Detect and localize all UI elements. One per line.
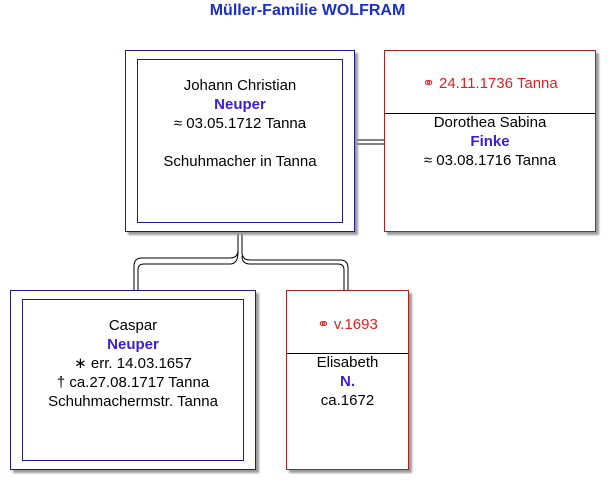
father-baptism: ≈ 03.05.1712 Tanna xyxy=(173,115,307,132)
child-spouse-given-name: Elisabeth xyxy=(316,354,379,371)
father-box[interactable]: Johann Christian Neuper ≈ 03.05.1712 Tan… xyxy=(125,50,355,232)
child-spouse-birth: ca.1672 xyxy=(320,392,375,409)
child-spouse-surname: N. xyxy=(340,373,355,390)
descent-branch-inner-right xyxy=(241,255,345,290)
chart-title: Müller-Familie WOLFRAM xyxy=(209,2,406,19)
child-spouse-separator xyxy=(287,353,408,354)
child-given-name: Caspar xyxy=(108,317,158,334)
descent-branch-inner xyxy=(137,232,239,290)
wife-box[interactable]: ⚭ 24.11.1736 Tanna Dorothea Sabina Finke… xyxy=(384,50,596,232)
child-surname: Neuper xyxy=(107,336,159,353)
wife-separator xyxy=(385,113,595,114)
wife-baptism: ≈ 03.08.1716 Tanna xyxy=(423,152,557,169)
child-box[interactable]: Caspar Neuper ∗ err. 14.03.1657 † ca.27.… xyxy=(10,290,256,470)
child-spouse-box[interactable]: ⚭ v.1693 Elisabeth N. ca.1672 xyxy=(286,290,409,470)
wife-given-name: Dorothea Sabina xyxy=(433,114,547,131)
child-inner-frame: Caspar Neuper ∗ err. 14.03.1657 † ca.27.… xyxy=(22,299,244,461)
child-spouse-marriage-date: ⚭ v.1693 xyxy=(317,316,378,333)
father-surname: Neuper xyxy=(214,96,266,113)
wife-marriage-date: ⚭ 24.11.1736 Tanna xyxy=(422,75,558,92)
father-inner-frame: Johann Christian Neuper ≈ 03.05.1712 Tan… xyxy=(137,59,343,223)
father-occupation: Schuhmacher in Tanna xyxy=(163,153,317,170)
descent-branch-outer xyxy=(241,232,349,290)
wife-surname: Finke xyxy=(470,133,510,150)
descent-line-left xyxy=(133,232,239,290)
father-given-name: Johann Christian xyxy=(183,77,297,94)
child-occupation: Schuhmachermstr. Tanna xyxy=(48,393,218,410)
child-death: † ca.27.08.1717 Tanna xyxy=(56,374,210,391)
child-birth: ∗ err. 14.03.1657 xyxy=(74,355,192,372)
